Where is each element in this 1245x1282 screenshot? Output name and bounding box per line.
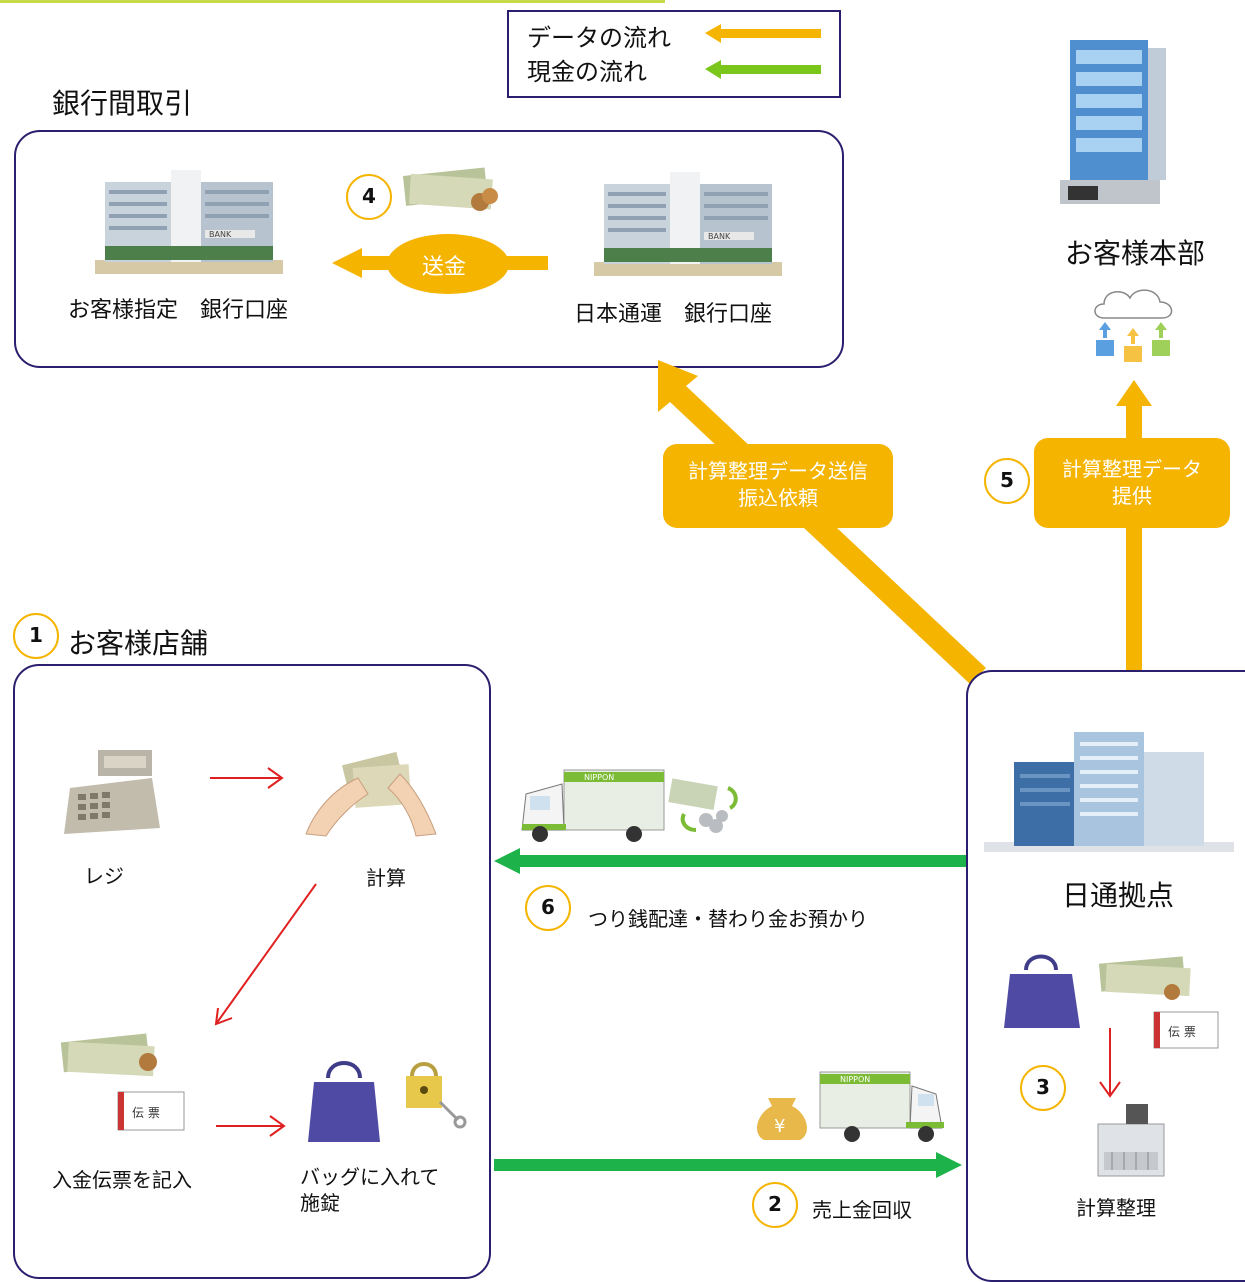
step-3-badge: 3 xyxy=(1020,1065,1066,1111)
sales-collection-label: 売上金回収 xyxy=(812,1198,912,1222)
step-1-badge: 1 xyxy=(13,613,59,659)
bag-label: バッグに入れて 施錠 xyxy=(300,1165,440,1215)
step-6-badge: 6 xyxy=(525,885,571,931)
cloud-upload-icon xyxy=(1094,289,1173,362)
top-accent-line xyxy=(0,0,665,3)
hq-data-box-text: 計算整理データ 提供 xyxy=(1062,457,1202,508)
legend-data-arrow xyxy=(705,24,821,43)
collection-truck-icon: NIPPON xyxy=(819,1071,944,1142)
bank-section-title: 銀行間取引 xyxy=(52,87,193,120)
delivery-truck-icon: NIPPON xyxy=(521,769,665,842)
money-slip-icon: 伝 票 xyxy=(60,1033,185,1131)
legend-arrows xyxy=(705,24,821,79)
transfer-label: 送金 xyxy=(422,255,467,280)
bank-sign-right: BANK xyxy=(708,232,731,241)
right-bank-label: 日本通運 銀行口座 xyxy=(574,302,773,327)
process-label: 計算整理 xyxy=(1076,1196,1156,1220)
processing-machine-icon xyxy=(1097,1104,1165,1177)
store-panel xyxy=(13,664,491,1279)
step-2-badge: 2 xyxy=(752,1182,798,1228)
nittsu-building-icon xyxy=(984,732,1234,852)
store-title: お客様店舗 xyxy=(68,627,209,660)
truck-text-right: NIPPON xyxy=(840,1075,870,1084)
legend-cash-flow-label: 現金の流れ xyxy=(527,58,647,86)
nittsu-process-arrow xyxy=(1099,1028,1121,1098)
center-data-box-text: 計算整理データ送信 振込依頼 xyxy=(688,459,868,510)
legend-data-flow-label: データの流れ xyxy=(527,24,671,52)
hq-data-box: 計算整理データ 提供 xyxy=(1034,438,1230,528)
yen-bag-icon: ¥ xyxy=(757,1098,807,1140)
nittsu-slip-text: 伝 票 xyxy=(1168,1025,1196,1039)
yen-mark: ¥ xyxy=(774,1116,785,1137)
left-bank-label: お客様指定 銀行口座 xyxy=(68,298,289,323)
change-delivery-arrow xyxy=(494,848,968,874)
sales-collection-arrow xyxy=(494,1152,962,1178)
bank-building-left-icon: BANK xyxy=(95,170,283,274)
step-4-badge: 4 xyxy=(346,174,392,220)
step-5-badge: 5 xyxy=(984,458,1030,504)
bag-lock-icon xyxy=(308,1061,467,1142)
calc-label: 計算 xyxy=(366,866,406,890)
bank-building-right-icon: BANK xyxy=(594,172,782,276)
truck-text-left: NIPPON xyxy=(584,773,614,782)
center-data-box: 計算整理データ送信 振込依頼 xyxy=(663,444,893,528)
store-slip-text: 伝 票 xyxy=(132,1106,160,1120)
nittsu-title: 日通拠点 xyxy=(1062,879,1175,912)
legend: データの流れ 現金の流れ xyxy=(507,10,841,98)
store-flow-arrows xyxy=(210,767,317,1137)
register-label: レジ xyxy=(84,864,124,888)
money-icon xyxy=(402,167,498,211)
hq-title: お客様本部 xyxy=(1065,237,1206,270)
deposit-label: 入金伝票を記入 xyxy=(52,1168,192,1192)
transfer-ellipse xyxy=(387,234,509,294)
change-money-icon xyxy=(668,778,738,833)
cash-register-icon xyxy=(64,750,160,834)
counting-money-icon xyxy=(305,751,437,837)
bank-sign-left: BANK xyxy=(209,230,232,239)
hq-building-icon xyxy=(1060,40,1166,204)
change-delivery-label: つり銭配達・替わり金お預かり xyxy=(588,907,868,931)
legend-cash-arrow xyxy=(705,60,821,79)
nittsu-bag-money-slip-icon: 伝 票 xyxy=(1004,954,1219,1049)
